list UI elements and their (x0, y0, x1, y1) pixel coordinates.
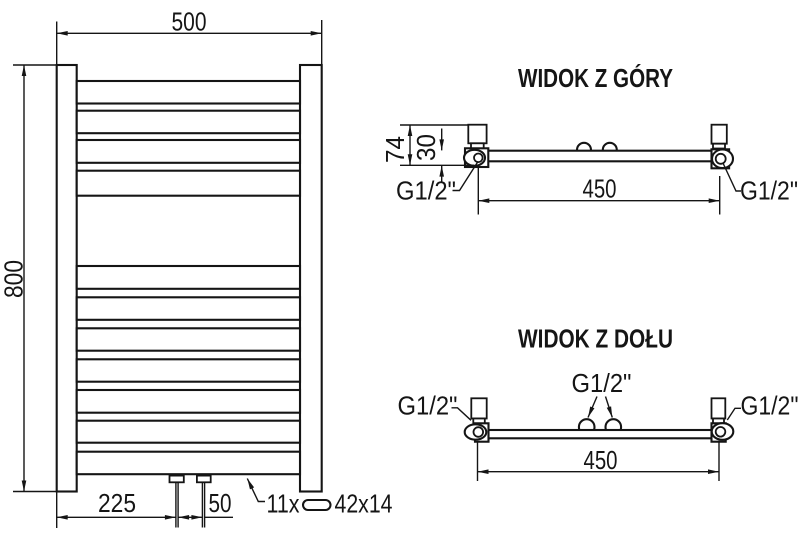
spacing-dimension-label: 50 (209, 488, 232, 518)
tube (75, 264, 302, 290)
right-thread-label: G1/2" (740, 176, 798, 206)
tube (75, 296, 302, 321)
span-dimension-label: 450 (584, 445, 618, 475)
center-thread-label: G1/2" (572, 368, 632, 398)
bottom-view-title: WIDOK Z DOŁU (518, 324, 673, 354)
height-dimension-label: 800 (0, 260, 29, 298)
thread-hole (714, 152, 727, 165)
thread-leader (587, 396, 598, 418)
tube (75, 138, 302, 164)
bottom-view: WIDOK Z DOŁU G1/2" G1/2" G1/2" (398, 324, 799, 481)
tube (75, 388, 302, 414)
dimension-collector: 30 (411, 128, 445, 182)
tube-count-label: 11x (267, 489, 300, 519)
valve-body (710, 397, 727, 420)
valve-body (467, 123, 488, 145)
tube (75, 450, 302, 476)
callout-leader (246, 478, 265, 503)
thread-leader (726, 407, 741, 421)
tube-profile-callout: 11x 42x14 (246, 478, 393, 519)
tube (75, 79, 302, 105)
front-view: 500 800 225 50 11x 42x14 (0, 7, 393, 528)
collector-bar (484, 149, 715, 163)
width-dimension-label: 500 (172, 7, 207, 37)
thread-leader (451, 407, 472, 421)
tube-profile-label: 42x14 (335, 489, 393, 519)
span-dimension-label: 450 (583, 174, 617, 204)
top-view: WIDOK Z GÓRY 74 30 (380, 63, 798, 215)
valve-body (470, 397, 488, 420)
tube-group (75, 79, 302, 476)
dimension-span-bottom: 450 (476, 441, 720, 481)
thread-leader (722, 163, 741, 192)
thread-hole (472, 426, 485, 438)
top-view-title: WIDOK Z GÓRY (518, 63, 673, 93)
dimension-depth: 74 (380, 124, 474, 167)
tube (75, 169, 302, 197)
right-thread-label: G1/2" (741, 391, 799, 421)
dimension-width: 500 (56, 7, 323, 64)
valve-body (710, 123, 728, 145)
left-thread-label: G1/2" (398, 391, 458, 421)
collector-dimension-label: 30 (411, 134, 441, 161)
thread-leader (604, 396, 613, 418)
tube (75, 109, 302, 135)
dimension-height: 800 (0, 64, 77, 493)
dimension-span-top: 450 (477, 168, 721, 215)
collector-bar (484, 428, 715, 440)
offset-dimension-label: 225 (98, 488, 136, 518)
tube (75, 327, 302, 352)
left-thread-label: G1/2" (396, 176, 456, 206)
bottom-stub (168, 474, 185, 484)
valve-flange (712, 142, 726, 150)
tube-profile-icon (301, 498, 332, 512)
thread-hole (473, 152, 484, 164)
depth-dimension-label: 74 (380, 136, 410, 163)
thread-leader (452, 161, 479, 192)
bottom-stub (195, 474, 212, 484)
tube (75, 419, 302, 444)
thread-hole (714, 426, 727, 438)
dimension-bottom-offsets: 225 50 (56, 488, 233, 528)
left-collector (55, 63, 78, 493)
tube (75, 358, 302, 383)
right-collector (298, 63, 323, 493)
